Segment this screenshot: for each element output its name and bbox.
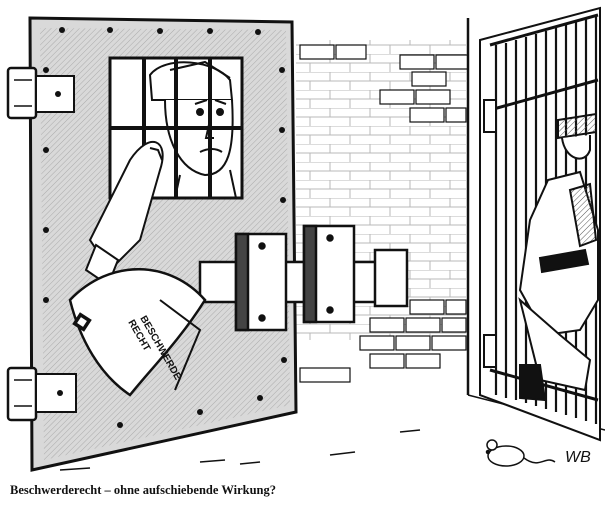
document-emblem: [72, 312, 92, 332]
floor-marks: [59, 429, 421, 471]
cartoon-caption: Beschwerderecht – ohne aufschiebende Wir…: [10, 483, 276, 497]
guard-figure: [518, 112, 599, 402]
mouse: [485, 439, 556, 467]
brick-wall-left: [296, 40, 469, 383]
cell-door: [6, 16, 409, 472]
artist-signature: WB: [565, 449, 591, 466]
door-hinge-bottom: [6, 366, 77, 422]
door-bolt: [198, 224, 409, 332]
door-hinge-top: [6, 66, 75, 120]
